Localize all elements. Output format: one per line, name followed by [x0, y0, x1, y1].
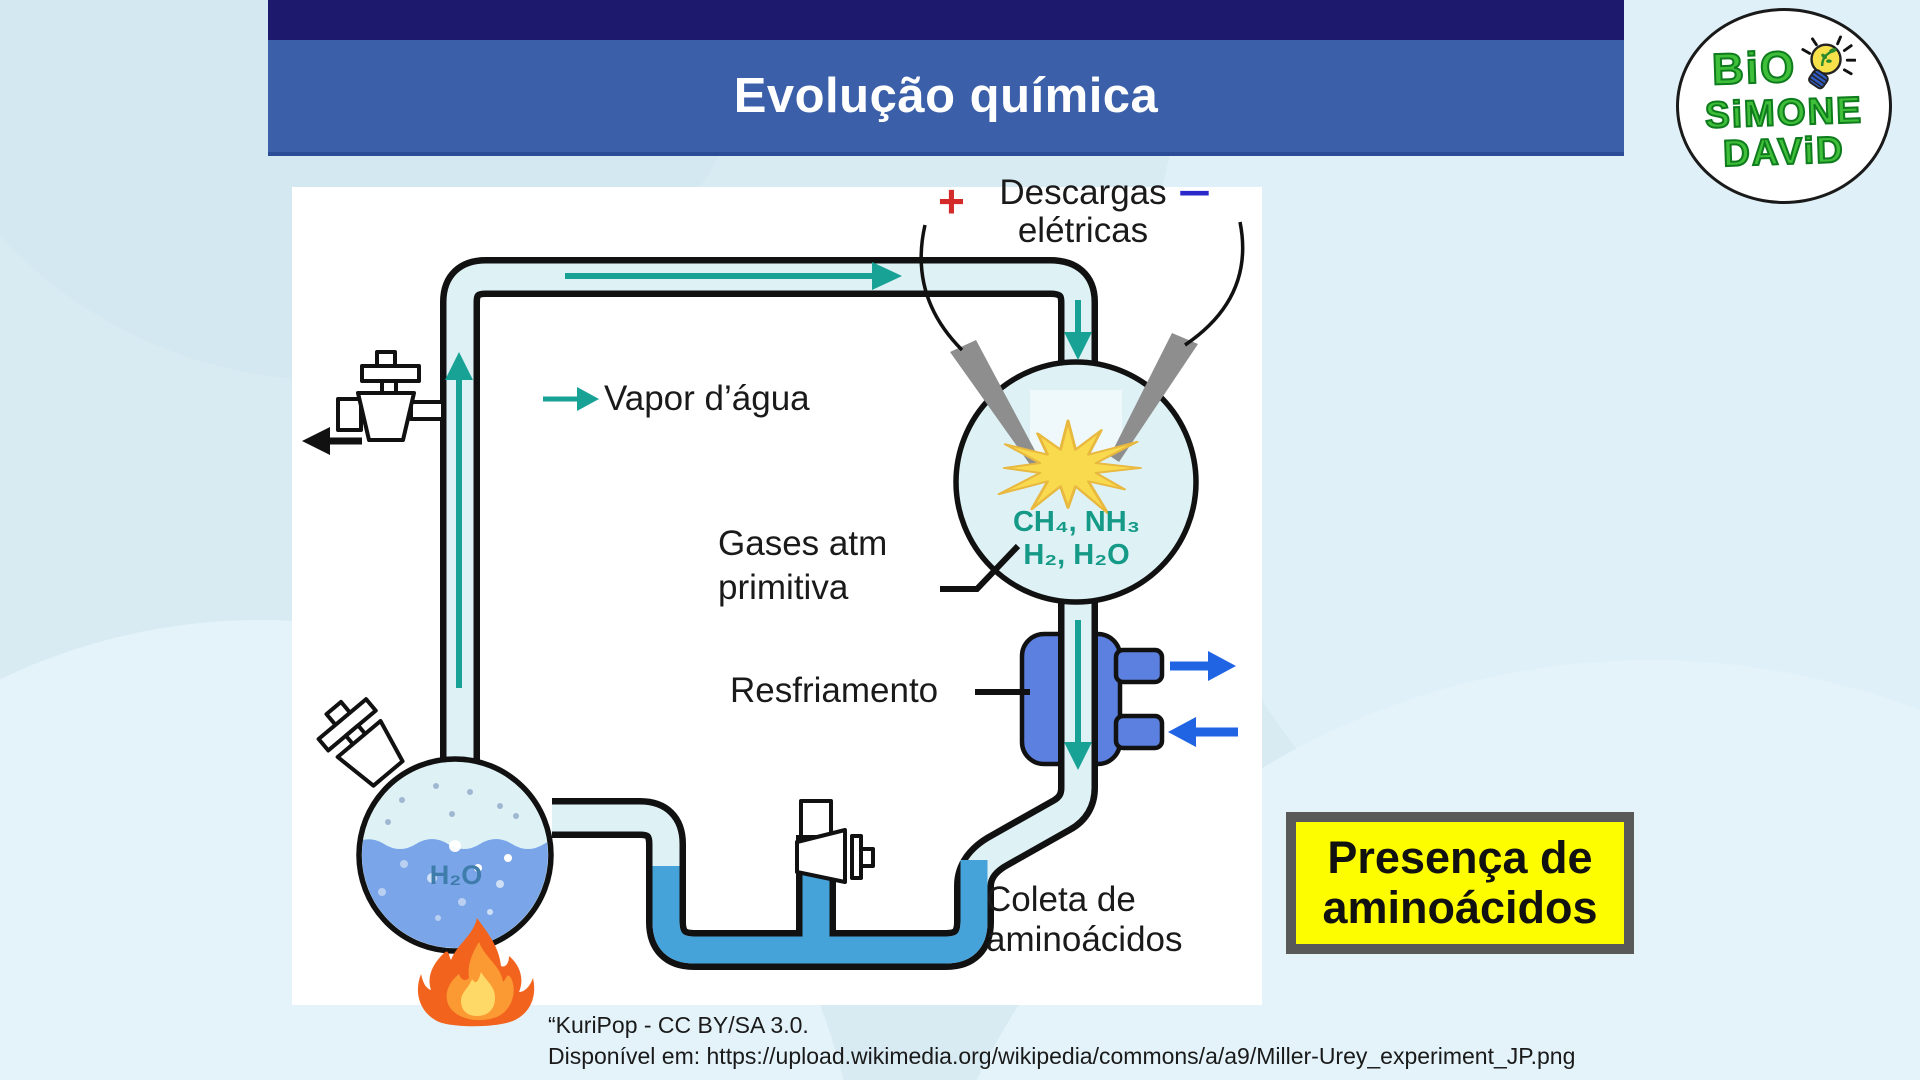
- credit-line1: “KuriPop - CC BY/SA 3.0.: [548, 1012, 809, 1038]
- slide-title: Evolução química: [733, 69, 1159, 123]
- gases-label: Gases atm primitiva: [718, 524, 888, 607]
- credit-line2: Disponível em: https://upload.wikimedia.…: [548, 1043, 1576, 1069]
- logo-text-simone: SiMONE: [1703, 88, 1864, 136]
- lightbulb-icon: [1801, 35, 1857, 90]
- positive-electrode-sign: +: [938, 175, 965, 227]
- logo-badge: BiO: [1676, 8, 1892, 204]
- descargas-label: Descargas elétricas: [999, 173, 1167, 250]
- negative-electrode-sign: −: [1177, 169, 1211, 216]
- vapor-label: Vapor d’água: [604, 379, 810, 418]
- title-top-bar: [268, 0, 1624, 40]
- water-label: H₂O: [429, 860, 483, 890]
- title-banner: Evolução química: [268, 40, 1624, 156]
- logo-text-david: DAViD: [1721, 128, 1846, 175]
- credit-text: “KuriPop - CC BY/SA 3.0. Disponível em: …: [548, 1010, 1575, 1072]
- logo-text-bio: BiO: [1710, 42, 1798, 96]
- presenca-callout: Presença de aminoácidos: [1286, 812, 1634, 954]
- resfriamento-label: Resfriamento: [730, 671, 939, 710]
- flask-gases-label: CH₄, NH₃ H₂, H₂O: [1012, 506, 1141, 571]
- coleta-label: Coleta de aminoácidos: [986, 880, 1183, 959]
